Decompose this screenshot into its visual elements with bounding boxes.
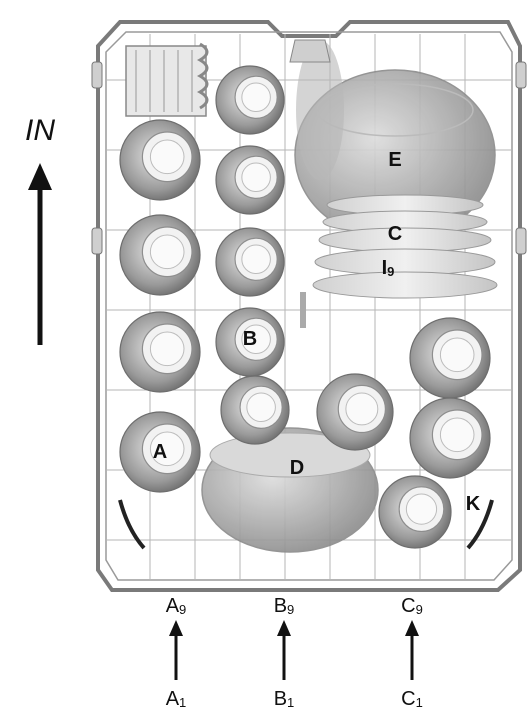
cup (316, 373, 394, 451)
basket-inner-rim (105, 31, 513, 581)
label-a: A (153, 441, 167, 463)
direction-arrowhead (28, 163, 52, 190)
direction-indicator: IN (25, 114, 55, 345)
left-clip-top (91, 61, 103, 89)
cup (119, 311, 201, 393)
marker-c-bottom: C1 (401, 688, 423, 710)
marker-b-bottom: B1 (274, 688, 295, 710)
marker-c-top: C9 (401, 595, 423, 617)
label-i: I9 (382, 257, 395, 279)
row-marker-c: C9 C1 (401, 595, 423, 710)
label-e: E (388, 149, 401, 171)
cup (409, 397, 491, 479)
cup (215, 65, 285, 135)
cup (119, 214, 201, 296)
item-labels: A B C D E K I9 (153, 149, 481, 515)
label-c: C (388, 223, 402, 245)
cup (215, 227, 285, 297)
cutlery-basket (125, 42, 209, 117)
cup (119, 411, 201, 493)
left-clip-bottom (91, 227, 103, 255)
marker-c-arrow (405, 620, 419, 636)
cups-layer (119, 65, 491, 549)
marker-a-arrow (169, 620, 183, 636)
cup (409, 317, 491, 399)
basket-outline (96, 20, 522, 592)
left-corner-guide (118, 499, 146, 550)
direction-label: IN (25, 114, 55, 147)
cup (220, 375, 290, 445)
cup (119, 119, 201, 201)
marker-b-top: B9 (274, 595, 295, 617)
row-markers: A9 A1 B9 B1 C9 C1 (166, 595, 423, 710)
label-b: B (243, 328, 257, 350)
right-clip-top (515, 61, 527, 89)
cup (215, 307, 285, 377)
cup (215, 145, 285, 215)
marker-b-arrow (277, 620, 291, 636)
cup (378, 475, 452, 549)
label-d: D (290, 457, 304, 479)
row-marker-b: B9 B1 (274, 595, 295, 710)
label-k: K (466, 493, 481, 515)
right-clip-bottom (515, 227, 527, 255)
right-corner-guide (466, 499, 494, 550)
plate-stack (300, 194, 498, 328)
marker-a-top: A9 (166, 595, 187, 617)
row-marker-a: A9 A1 (166, 595, 187, 710)
marker-a-bottom: A1 (166, 688, 187, 710)
